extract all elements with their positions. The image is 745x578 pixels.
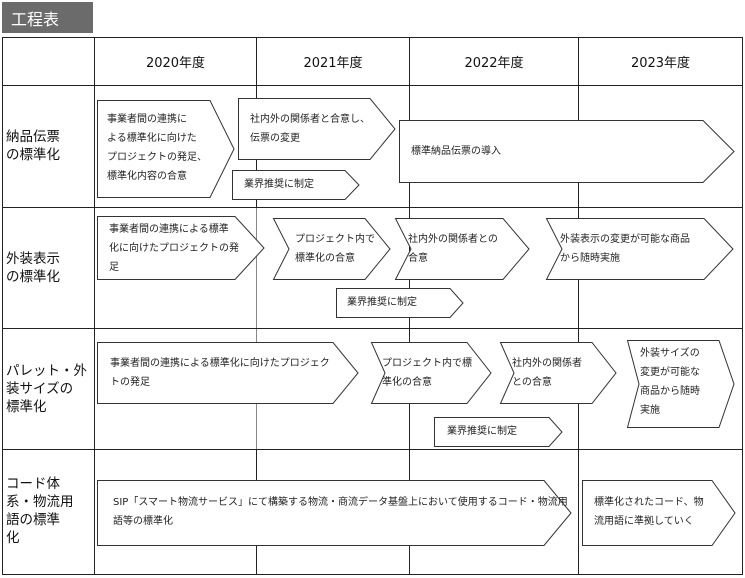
task-arrow-r4-code-standardization: SIP「スマート物流サービス」にて構築する物流・商流データ基盤上において使用する…	[97, 480, 572, 546]
row-label-package-display: 外装表示 の標準化	[6, 250, 60, 286]
task-text: 事業者間の連携に よる標準化に向けた プロジェクトの発足、 標準化内容の合意	[107, 114, 207, 182]
task-text: プロジェクト内で標 準化の合意	[382, 358, 472, 388]
task-arrow-r3-stakeholder-agreement: 社内外の関係者 との合意	[499, 342, 617, 404]
task-arrow-r2-industry-recommend: 業界推奨に制定	[336, 288, 464, 318]
task-arrow-r2-stakeholder-agreement: 社内外の関係者との 合意	[394, 218, 530, 280]
task-text: 事業者間の連携による標準 化に向けたプロジェクトの発 足	[109, 224, 239, 273]
task-arrow-r2-project-launch: 事業者間の連携による標準 化に向けたプロジェクトの発 足	[97, 216, 265, 280]
row-label-text: パレット・外 装サイズの 標準化	[6, 363, 87, 415]
year-header-2022: 2022年度	[464, 55, 524, 71]
task-arrow-r4-compliance: 標準化されたコード、物 流用語に準拠していく	[582, 480, 736, 546]
task-text: SIP「スマート物流サービス」にて構築する物流・商流データ基盤上において使用する…	[113, 497, 568, 527]
row-label-delivery-slip: 納品伝票 の標準化	[6, 128, 60, 164]
task-arrow-r2-display-change: 外装表示の変更が可能な商品 から随時実施	[545, 218, 734, 280]
task-text: 業界推奨に制定	[244, 179, 314, 190]
task-text: 標準納品伝票の導入	[411, 146, 501, 157]
task-arrow-r1-industry-recommend: 業界推奨に制定	[232, 170, 360, 200]
task-text: 社内外の関係者 との合意	[512, 358, 582, 388]
year-header-2020: 2020年度	[145, 55, 206, 71]
task-text: 社内外の関係者と合意し、 伝票の変更	[250, 114, 370, 144]
row-label-text: 納品伝票 の標準化	[6, 129, 60, 163]
schedule-title-tab: 工程表	[2, 2, 93, 33]
page-title: 工程表	[11, 9, 60, 29]
task-text: 事業者間の連携による標準化に向けたプロジェク トの発足	[110, 358, 330, 388]
task-text: 標準化されたコード、物 流用語に準拠していく	[594, 497, 704, 527]
task-arrow-r1-project-launch: 事業者間の連携に よる標準化に向けた プロジェクトの発足、 標準化内容の合意	[97, 100, 235, 198]
task-text: 外装サイズの 変更が可能な 商品から随時 実施	[640, 348, 700, 416]
task-text: プロジェクト内で 標準化の合意	[295, 234, 375, 264]
task-arrow-r3-project-agreement: プロジェクト内で標 準化の合意	[370, 342, 492, 404]
task-arrow-r3-project-launch: 事業者間の連携による標準化に向けたプロジェク トの発足	[97, 342, 359, 404]
task-arrow-r2-project-agreement: プロジェクト内で 標準化の合意	[272, 218, 391, 280]
year-header-2021: 2021年度	[303, 55, 363, 71]
year-header-2023: 2023年度	[630, 55, 691, 71]
row-label-text: 外装表示 の標準化	[6, 251, 60, 285]
task-arrow-r3-industry-recommend: 業界推奨に制定	[434, 417, 563, 447]
task-arrow-r3-size-change: 外装サイズの 変更が可能な 商品から随時 実施	[626, 340, 735, 428]
task-text: 社内外の関係者との 合意	[408, 234, 498, 264]
task-text: 外装表示の変更が可能な商品 から随時実施	[560, 234, 690, 264]
task-text: 業界推奨に制定	[447, 426, 517, 437]
task-text: 業界推奨に制定	[347, 297, 417, 308]
task-arrow-r1-slip-change: 社内外の関係者と合意し、 伝票の変更	[238, 98, 396, 160]
row-label-pallet-size: パレット・外 装サイズの 標準化	[6, 362, 87, 416]
row-label-text: コード体 系・物流用 語の標準 化	[6, 476, 74, 546]
row-label-code-system: コード体 系・物流用 語の標準 化	[6, 475, 74, 547]
task-arrow-r1-standard-slip-introduction: 標準納品伝票の導入	[399, 120, 735, 183]
